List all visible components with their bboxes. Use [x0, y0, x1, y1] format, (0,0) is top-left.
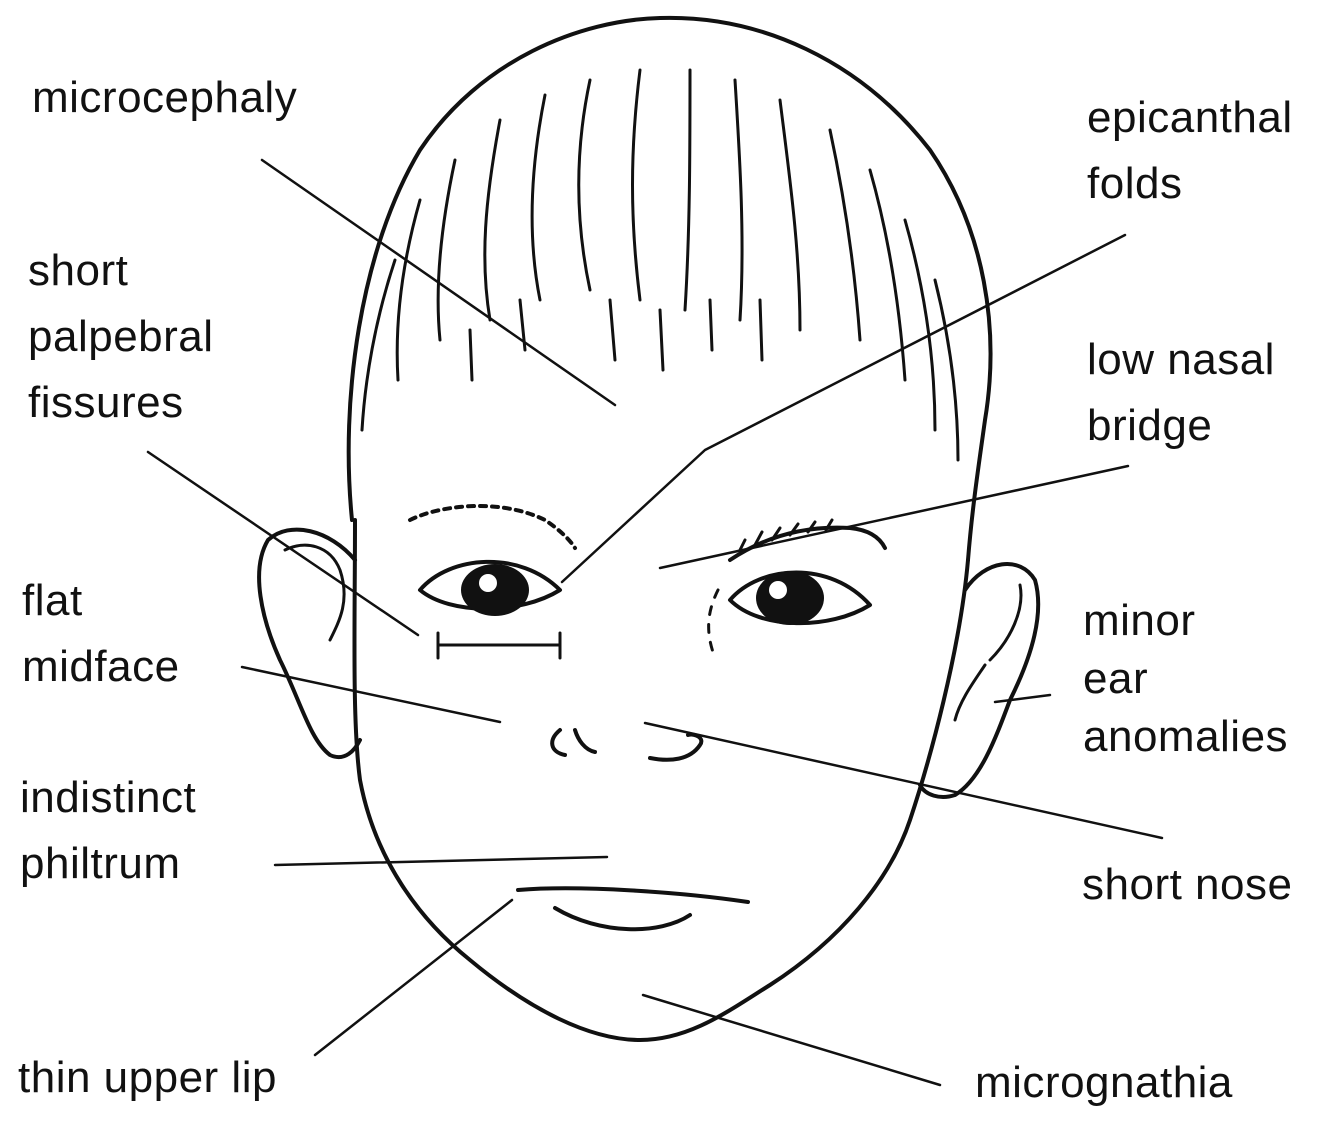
label-flat-midface: flat midface	[22, 568, 180, 700]
fissure-measure-bar	[438, 633, 560, 658]
leader-low-nasal-bridge	[660, 466, 1128, 568]
label-indistinct-philtrum: indistinct philtrum	[20, 765, 196, 897]
nose-left	[552, 730, 595, 755]
upper-lip	[518, 888, 748, 902]
hair-strands	[362, 70, 958, 460]
label-minor-ear-anomalies: minor ear anomalies	[1083, 592, 1288, 766]
left-ear	[259, 530, 360, 757]
left-ear-inner	[285, 545, 344, 640]
leader-lines	[148, 160, 1162, 1085]
face-outline	[354, 520, 968, 1040]
right-eye	[730, 571, 870, 625]
label-epicanthal-folds: epicanthal folds	[1087, 85, 1293, 217]
label-low-nasal-bridge: low nasal bridge	[1087, 327, 1275, 459]
leader-microcephaly	[262, 160, 615, 405]
lower-lip	[555, 908, 690, 929]
leader-short-palpebral-fissures	[148, 452, 418, 635]
leader-micrognathia	[643, 995, 940, 1085]
leader-minor-ear-anomalies	[995, 695, 1050, 702]
leader-flat-midface	[242, 667, 500, 722]
nose-bridge-hint	[709, 590, 718, 655]
left-eye	[420, 562, 560, 616]
label-microcephaly: microcephaly	[32, 65, 297, 131]
label-micrognathia: micrognathia	[975, 1050, 1233, 1116]
nose-right	[650, 735, 701, 760]
left-eyebrow	[410, 506, 575, 548]
label-short-palpebral-fissures: short palpebral fissures	[28, 238, 214, 436]
leader-epicanthal-folds	[562, 235, 1125, 582]
label-short-nose: short nose	[1082, 852, 1292, 918]
label-thin-upper-lip: thin upper lip	[18, 1045, 277, 1111]
leader-indistinct-philtrum	[275, 857, 607, 865]
leader-thin-upper-lip	[315, 900, 512, 1055]
